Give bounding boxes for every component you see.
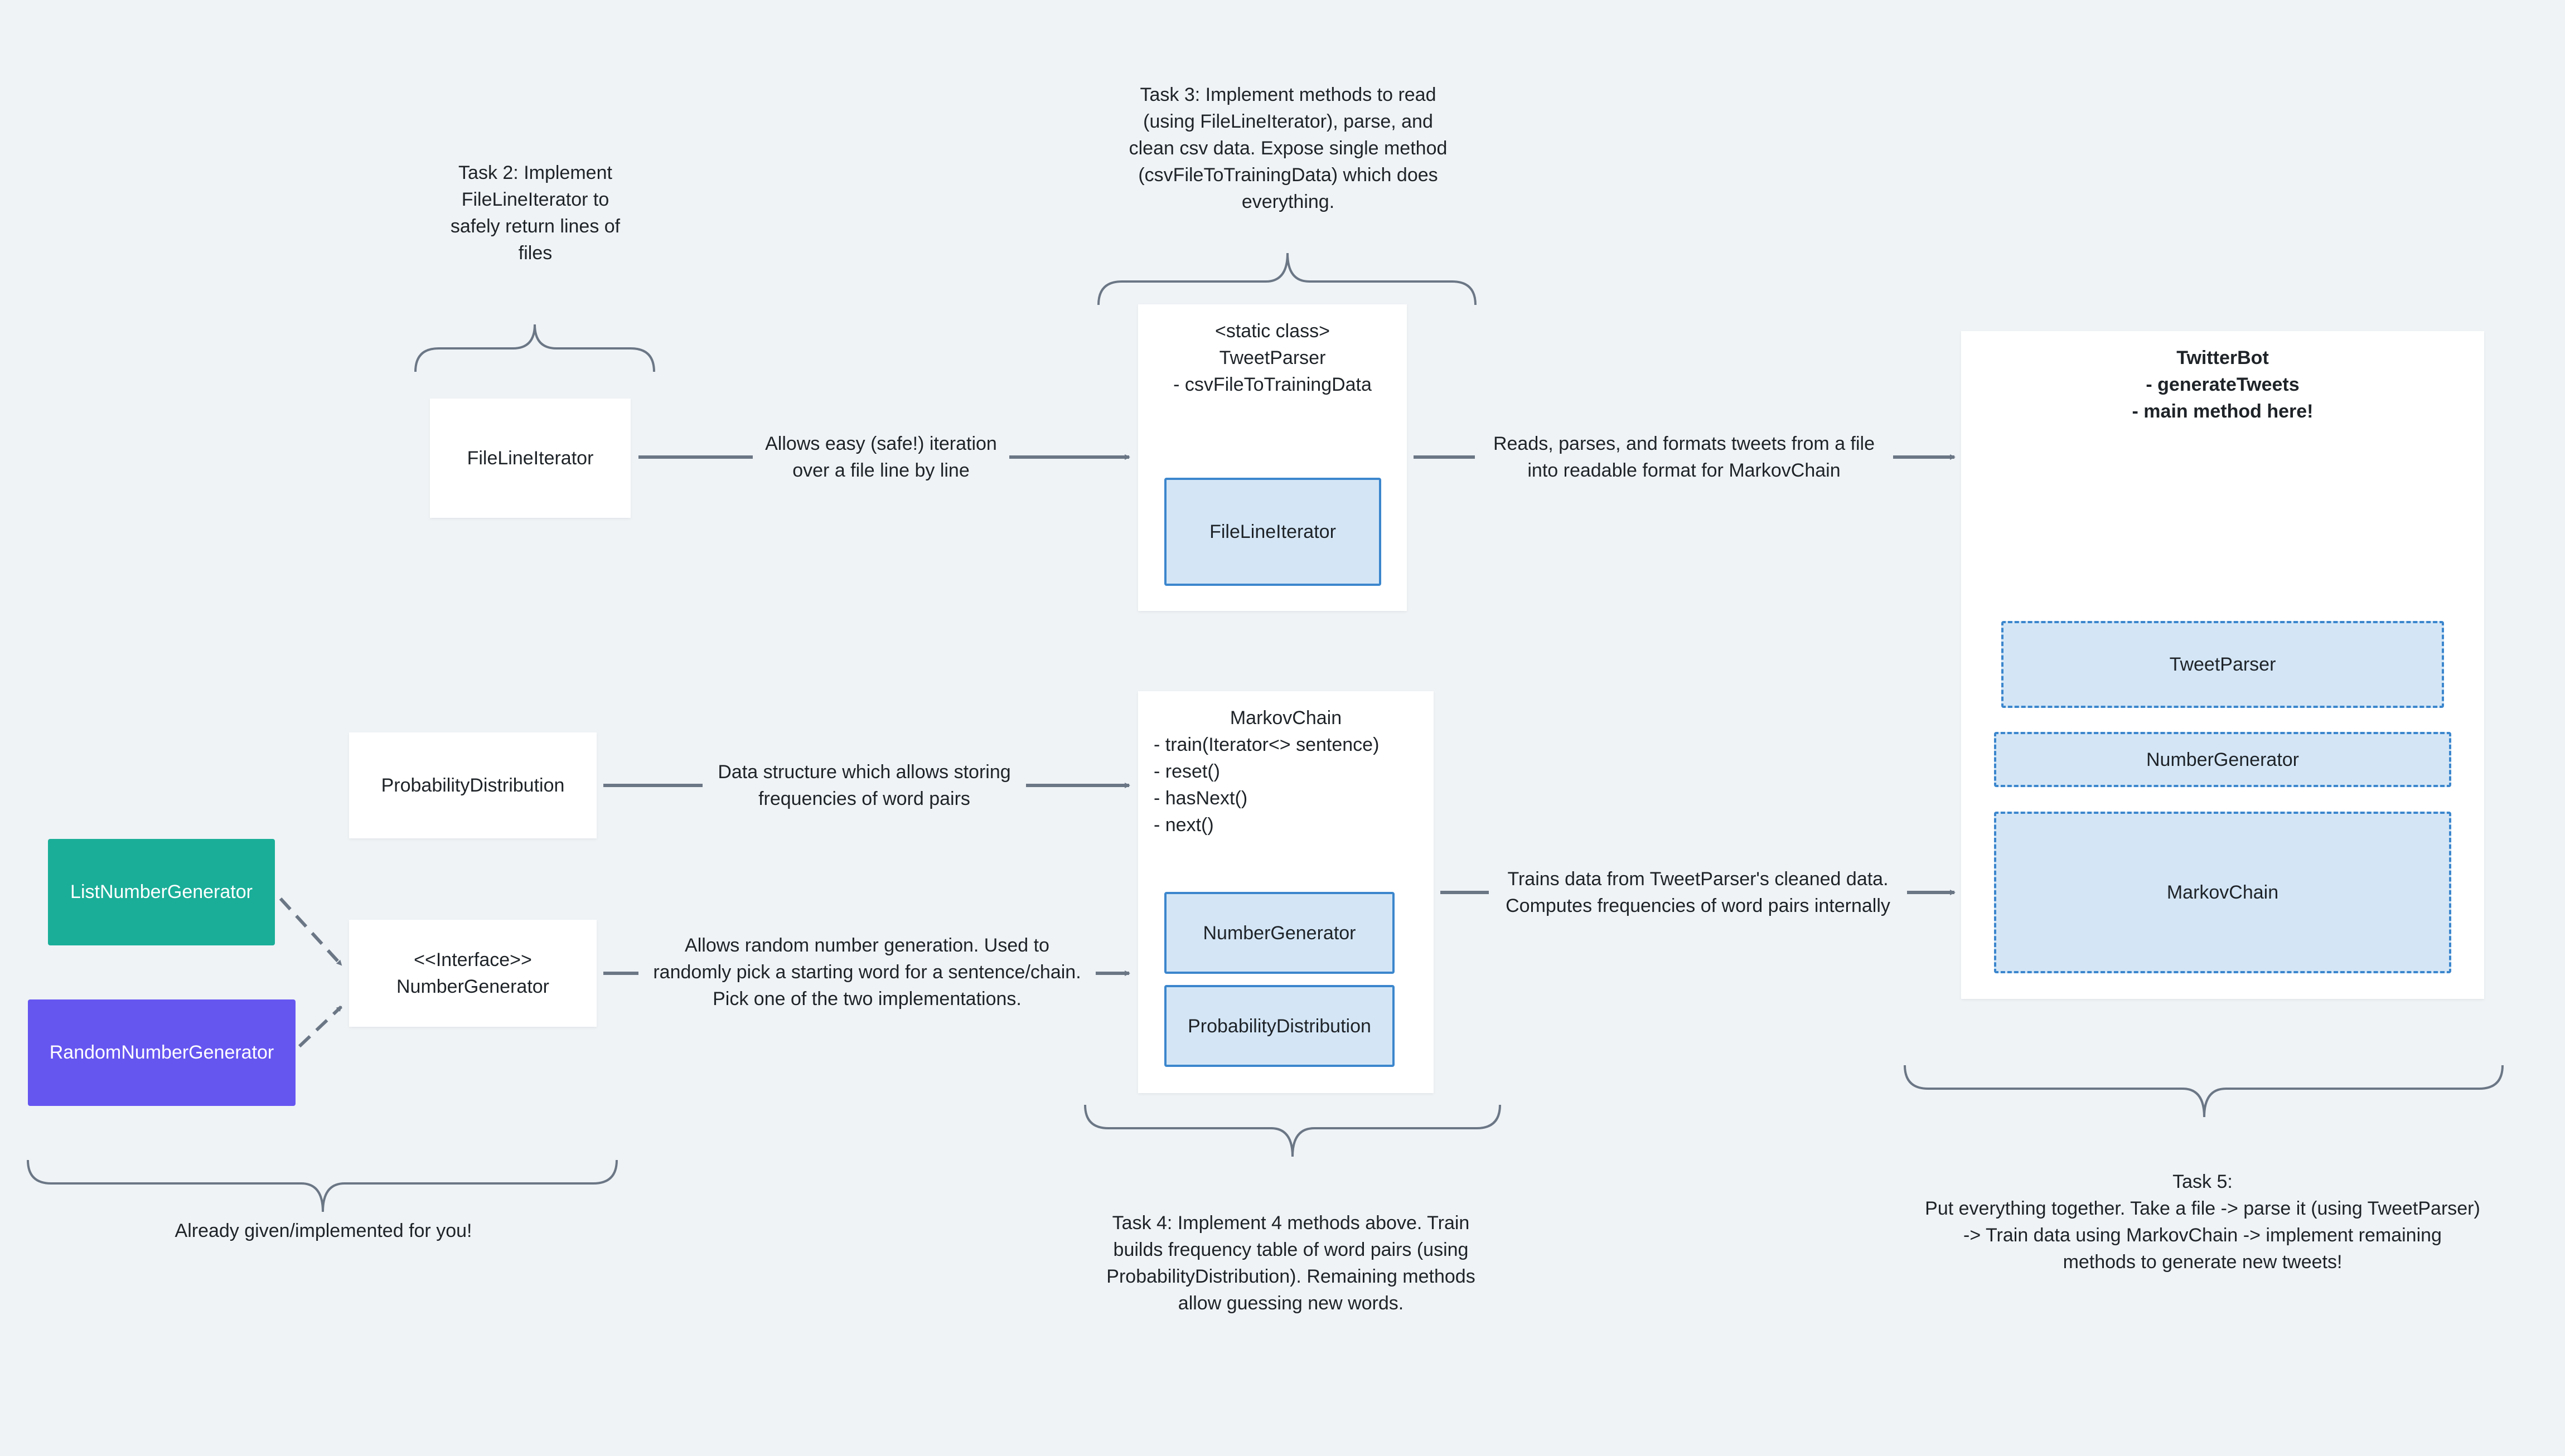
markov-chain-box[interactable]: MarkovChain - train(Iterator<> sentence)… — [1138, 691, 1434, 1093]
task2-note: Task 2: Implement FileLineIterator to sa… — [450, 162, 621, 264]
markov-chain-title: MarkovChain — [1230, 707, 1342, 729]
twitter-bot-inner-markov-chain[interactable]: MarkovChain — [1994, 812, 2451, 973]
markov-chain-methods: - train(Iterator<> sentence) - reset() -… — [1154, 734, 1380, 836]
tweet-parser-box[interactable]: <static class> TweetParser - csvFileToTr… — [1138, 304, 1407, 611]
label-markov-to-bot: Trains data from TweetParser's cleaned d… — [1489, 866, 1907, 919]
brace-task4 — [1084, 1104, 1501, 1157]
task4-note: Task 4: Implement 4 methods above. Train… — [1106, 1212, 1475, 1314]
label-numgen-to-markov: Allows random number generation. Used to… — [638, 932, 1096, 1012]
label-file-iterator-to-parser: Allows easy (safe!) iteration over a fil… — [753, 430, 1009, 484]
twitter-bot-text: TwitterBot - generateTweets - main metho… — [2132, 347, 2314, 422]
random-number-generator-box[interactable]: RandomNumberGenerator — [28, 999, 296, 1106]
number-generator-interface-box[interactable]: <<Interface>> NumberGenerator — [349, 920, 597, 1027]
twitter-bot-inner-number-generator[interactable]: NumberGenerator — [1994, 732, 2451, 787]
given-note: Already given/implemented for you! — [175, 1220, 472, 1241]
twitter-bot-inner-tweet-parser[interactable]: TweetParser — [2001, 621, 2444, 708]
task3-note: Task 3: Implement methods to read (using… — [1129, 84, 1448, 212]
list-number-generator-box[interactable]: ListNumberGenerator — [48, 839, 275, 945]
label-probdist-to-markov: Data structure which allows storing freq… — [703, 759, 1026, 812]
file-line-iterator-box[interactable]: FileLineIterator — [430, 399, 631, 518]
brace-task5 — [1904, 1065, 2504, 1118]
probability-distribution-box[interactable]: ProbabilityDistribution — [349, 732, 597, 838]
label-parser-to-bot: Reads, parses, and formats tweets from a… — [1475, 430, 1893, 484]
tweet-parser-inner-file-line-iterator[interactable]: FileLineIterator — [1164, 478, 1381, 586]
brace-task2 — [414, 324, 655, 372]
arrow-list-impl — [279, 897, 343, 967]
brace-task3 — [1097, 253, 1477, 305]
brace-given — [27, 1159, 618, 1212]
arrow-random-impl — [298, 1005, 343, 1048]
task5-note: Task 5: Put everything together. Take a … — [1925, 1171, 2480, 1273]
tweet-parser-text: <static class> TweetParser - csvFileToTr… — [1173, 321, 1372, 395]
markov-inner-number-generator[interactable]: NumberGenerator — [1164, 892, 1395, 974]
markov-inner-probability-distribution[interactable]: ProbabilityDistribution — [1164, 985, 1395, 1067]
twitter-bot-box[interactable]: TwitterBot - generateTweets - main metho… — [1961, 331, 2484, 999]
